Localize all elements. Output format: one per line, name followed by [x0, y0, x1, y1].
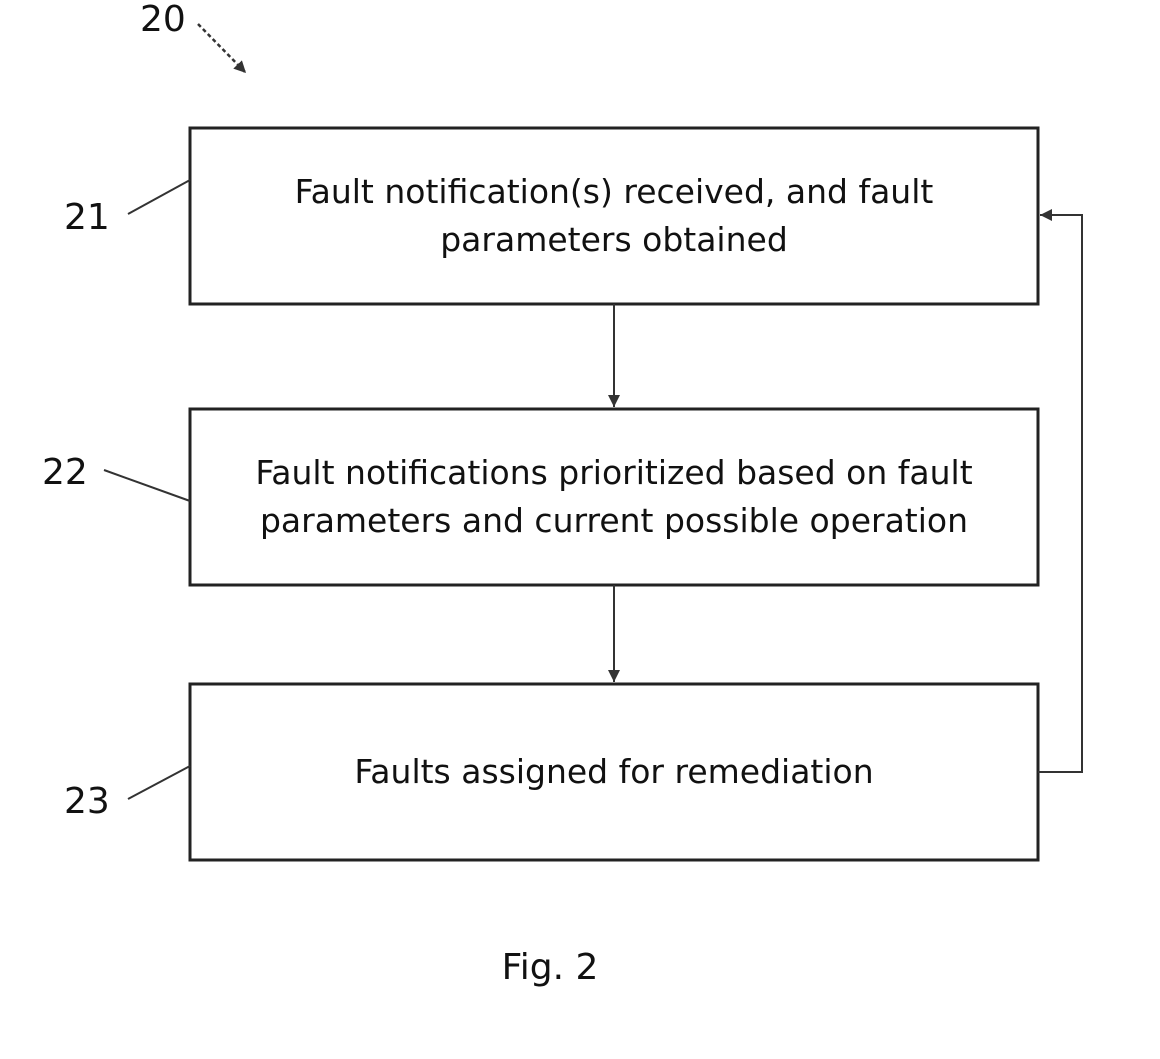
step-ref-21: 21 — [64, 200, 110, 236]
leader-line-22 — [104, 470, 190, 501]
feedback-loop-arrow — [1038, 215, 1082, 772]
step-ref-23: 23 — [64, 784, 110, 820]
step-text-21: Fault notification(s) received, and faul… — [192, 130, 1036, 302]
figure-ref-arrow — [198, 24, 246, 73]
step-text-22: Fault notifications prioritized based on… — [192, 411, 1036, 583]
figure-ref-label: 20 — [140, 2, 186, 38]
leader-line-21 — [128, 180, 190, 214]
leader-line-23 — [128, 766, 190, 799]
step-text-23: Faults assigned for remediation — [192, 686, 1036, 858]
figure-caption: Fig. 2 — [450, 950, 650, 986]
step-ref-22: 22 — [42, 455, 88, 491]
